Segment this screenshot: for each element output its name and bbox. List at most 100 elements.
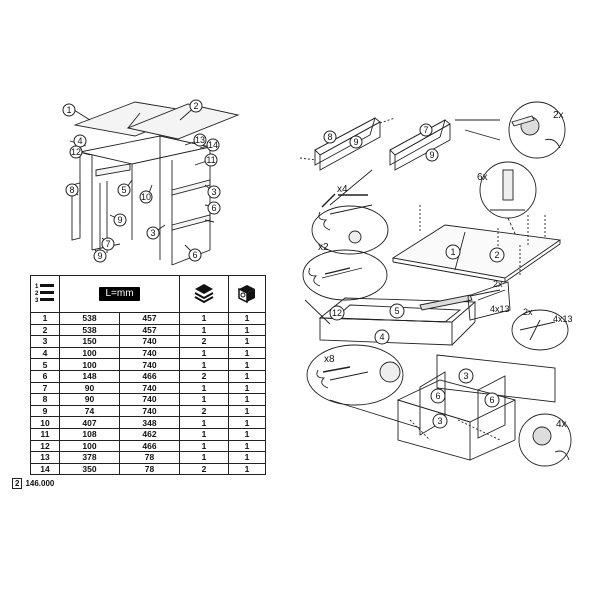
table-cell: 1 <box>228 381 266 395</box>
svg-text:13: 13 <box>195 135 205 145</box>
table-cell: 5 <box>30 358 60 371</box>
table-cell: 1 <box>179 312 229 325</box>
table-cell: 740 <box>119 358 180 371</box>
stack-layers-icon <box>179 275 229 313</box>
frame-label-5: 5 <box>389 303 405 319</box>
table-cell: 348 <box>119 416 180 429</box>
table-cell: 1 <box>179 451 229 464</box>
table-cell: 13 <box>30 451 60 464</box>
table-cell: 1 <box>228 335 266 348</box>
label-9a: 9 <box>113 213 127 227</box>
table-cell: 1 <box>228 358 266 371</box>
svg-text:4: 4 <box>77 136 82 146</box>
frame-label-4: 4 <box>374 329 390 345</box>
table-cell: 538 <box>59 323 120 337</box>
svg-text:5: 5 <box>394 306 399 316</box>
shelf-label-9b: 9 <box>425 148 439 162</box>
table-cell: 90 <box>59 381 120 395</box>
svg-text:8: 8 <box>69 185 74 195</box>
bottom-frame-drawing <box>396 354 556 461</box>
table-cell: 7 <box>30 381 60 395</box>
svg-text:1: 1 <box>450 247 455 257</box>
table-cell: 457 <box>119 323 180 337</box>
overview-part-labels: 1 2 4 12 13 14 11 8 5 10 3 6 9 7 3 9 6 <box>62 99 221 263</box>
svg-text:2: 2 <box>35 291 39 297</box>
svg-text:9: 9 <box>353 137 358 147</box>
table-cell: 1 <box>228 312 266 325</box>
svg-text:3: 3 <box>211 187 216 197</box>
length-unit-label: L=mm <box>99 287 140 301</box>
detail-screw-x8 <box>306 344 421 429</box>
label-3a: 3 <box>207 185 221 199</box>
screw-glyphs <box>321 193 368 373</box>
qty-x2: x2 <box>318 242 329 253</box>
table-cell: 1 <box>228 451 266 464</box>
table-cell: 1 <box>179 439 229 453</box>
table-cell: 150 <box>59 335 120 348</box>
table-cell: 14 <box>30 462 60 476</box>
table-cell: 466 <box>119 439 180 453</box>
table-cell: 78 <box>119 451 180 464</box>
table-cell: 378 <box>59 451 120 464</box>
table-cell: 74 <box>59 404 120 418</box>
table-cell: 1 <box>228 416 266 429</box>
table-cell: 100 <box>59 439 120 453</box>
table-cell: 1 <box>228 393 266 406</box>
svg-text:1: 1 <box>66 105 71 115</box>
table-cell: 8 <box>30 393 60 406</box>
qty-2x-mid: 2x <box>493 279 503 289</box>
detail-screw-x4 <box>311 169 389 255</box>
label-5: 5 <box>117 183 131 197</box>
svg-text:7: 7 <box>423 125 428 135</box>
table-cell: 1 <box>30 312 60 325</box>
table-cell: 2 <box>179 369 229 383</box>
panel-label-2: 2 <box>489 247 505 263</box>
detail-dowel-6x <box>479 161 537 246</box>
table-cell: 1 <box>179 346 229 360</box>
table-cell: 4 <box>30 346 60 360</box>
table-cell: 9 <box>30 404 60 418</box>
table-cell: 100 <box>59 358 120 371</box>
table-cell: 2 <box>179 404 229 418</box>
table-cell: 10 <box>30 416 60 429</box>
top-panels-drawing <box>391 205 562 283</box>
label-3b: 3 <box>146 226 160 240</box>
table-cell: 462 <box>119 427 180 441</box>
table-cell: 740 <box>119 404 180 418</box>
table-cell: 466 <box>119 369 180 383</box>
svg-text:6: 6 <box>489 395 494 405</box>
table-cell: 740 <box>119 393 180 406</box>
table-cell: 108 <box>59 427 120 441</box>
overview-cabinet-drawing <box>69 101 240 266</box>
svg-text:10: 10 <box>141 192 151 202</box>
table-cell: 2 <box>179 335 229 348</box>
table-cell: 538 <box>59 312 120 325</box>
svg-text:2: 2 <box>494 250 499 260</box>
table-cell: 1 <box>228 462 266 476</box>
screw-size-2: 4x13 <box>553 314 573 324</box>
detail-cam-fitting-top <box>508 101 566 159</box>
table-cell: 1 <box>179 427 229 441</box>
table-cell: 740 <box>119 346 180 360</box>
svg-text:6: 6 <box>192 250 197 260</box>
table-cell: 407 <box>59 416 120 429</box>
table-cell: 457 <box>119 312 180 325</box>
page-number: 2 <box>12 478 23 489</box>
label-12: 12 <box>69 145 83 159</box>
table-cell: 1 <box>228 427 266 441</box>
table-cell: 740 <box>119 335 180 348</box>
detail-rail <box>467 281 511 321</box>
shelf-label-8: 8 <box>323 130 337 144</box>
label-13: 13 <box>193 133 207 147</box>
qty-6x: 6x <box>477 172 488 183</box>
bottom-label-3b: 3 <box>432 413 448 429</box>
